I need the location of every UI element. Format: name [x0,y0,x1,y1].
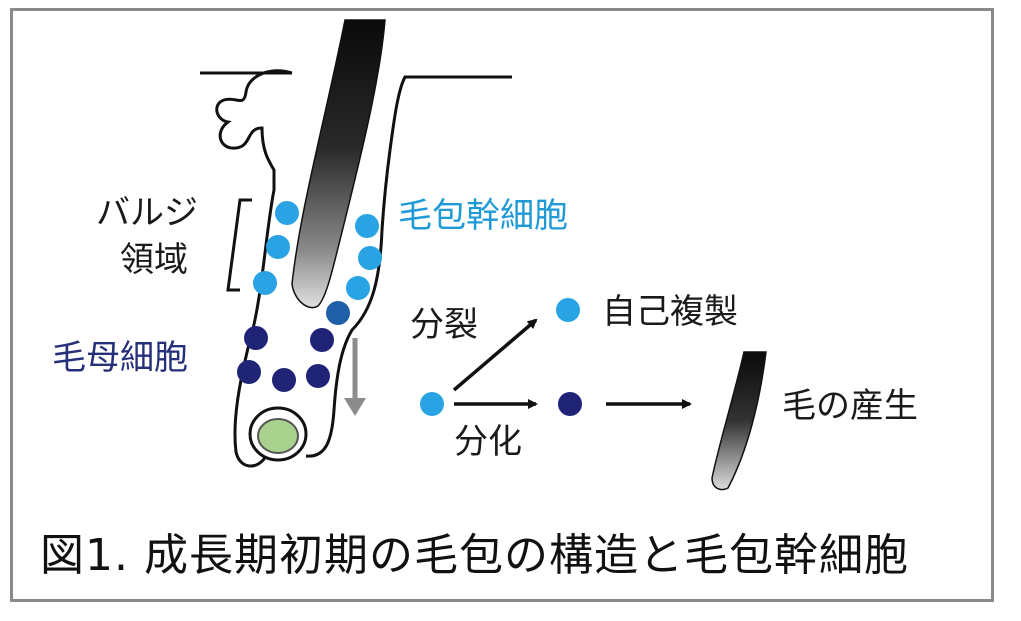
source-stem-cell [420,392,444,416]
dermal-papilla [257,418,299,454]
stem-cell [253,271,277,295]
stem-cell [355,214,379,238]
matrix-cell [306,364,330,388]
matrix-cell-label: 毛母細胞 [52,338,188,378]
follicle-outline-left [215,69,293,468]
hair-production-label: 毛の産生 [782,386,918,426]
division-arrow [452,318,538,392]
matrix-cell [244,326,268,350]
stem-cell [358,246,382,270]
matrix-cell [272,368,296,392]
produced-hair-icon [711,351,767,491]
matrix-cells [237,326,334,392]
matrix-cell [310,328,334,352]
transit-cell [326,301,350,325]
renewed-stem-cell [556,298,580,322]
matrix-cell [237,360,261,384]
bulge-bracket [226,198,252,292]
figure-frame [10,8,994,602]
bulge-label-line1: バルジ [96,193,198,233]
hair-shaft [291,19,386,309]
stem-cells [253,201,382,300]
division-label: 分裂 [410,305,478,345]
differentiation-label: 分化 [454,422,522,462]
bulge-label-line2: 領域 [120,240,188,280]
self-renewal-label: 自己複製 [602,292,738,332]
differentiated-cell [558,392,582,416]
stem-cell [266,235,290,259]
stem-cell [275,201,299,225]
migration-arrow [344,338,366,416]
stem-cell [346,276,370,300]
figure-caption: 図1. 成長期初期の毛包の構造と毛包幹細胞 [40,530,909,581]
follicle-outline-right [305,75,512,458]
stem-cell-label: 毛包幹細胞 [398,196,568,236]
